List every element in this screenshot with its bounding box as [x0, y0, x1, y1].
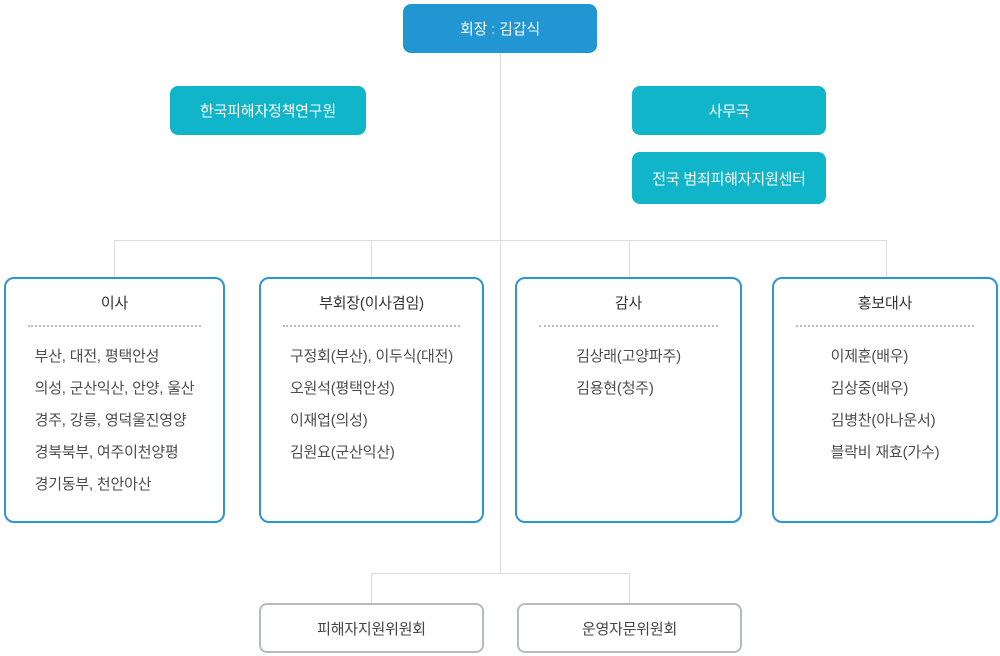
dept-vice-chairman-member: 이재업(의성) — [289, 412, 368, 429]
connector-chairman-to-rail — [500, 53, 501, 241]
dotted-divider — [28, 325, 201, 327]
dotted-divider — [796, 325, 974, 327]
dept-vice-chairman-member: 오원석(평택안성) — [289, 380, 395, 397]
connector-drop-directors — [114, 240, 115, 277]
connector-center-to-bottom-rail — [500, 240, 501, 573]
national-center-label: 전국 범죄피해자지원센터 — [652, 170, 806, 188]
committee-victim-support-label: 피해자지원위원회 — [317, 620, 426, 638]
committee-advisory: 운영자문위원회 — [517, 603, 742, 653]
dept-directors-title: 이사 — [100, 295, 129, 312]
dept-auditors-member: 김상래(고양파주) — [576, 348, 681, 365]
committee-advisory-label: 운영자문위원회 — [581, 620, 678, 638]
dept-ambassadors-member: 김병찬(아나운서) — [830, 412, 936, 429]
dotted-divider — [283, 325, 460, 327]
dept-vice-chairman-member: 구정회(부산), 이두식(대전) — [289, 348, 454, 365]
research-institute-node: 한국피해자정책연구원 — [170, 86, 366, 135]
connector-drop-advisory-committee — [629, 573, 630, 603]
dept-ambassadors-member: 김상중(배우) — [830, 380, 909, 397]
dept-directors-member: 경북북부, 여주이천양평 — [34, 444, 179, 461]
national-center-node: 전국 범죄피해자지원센터 — [632, 152, 826, 204]
dept-auditors-title: 감사 — [614, 295, 643, 312]
dept-auditors-member: 김용현(청주) — [576, 380, 654, 397]
committee-victim-support: 피해자지원위원회 — [259, 603, 484, 653]
dept-directors: 이사 부산, 대전, 평택안성 의성, 군산익산, 안양, 울산 경주, 강릉,… — [4, 277, 225, 523]
secretariat-node: 사무국 — [632, 86, 826, 135]
connector-drop-vice-chair — [371, 240, 372, 277]
dotted-divider — [539, 325, 718, 327]
dept-vice-chairman-member: 김원요(군산익산) — [289, 444, 395, 461]
connector-drop-ambassadors — [886, 240, 887, 277]
dept-directors-member: 의성, 군산익산, 안양, 울산 — [34, 380, 195, 397]
connector-drop-support-committee — [371, 573, 372, 603]
dept-directors-member: 부산, 대전, 평택안성 — [34, 348, 160, 365]
dept-auditors: 감사 김상래(고양파주) 김용현(청주) — [515, 277, 742, 523]
chairman-label: 회장 : 김갑식 — [460, 21, 540, 38]
dept-vice-chairman-title: 부회장(이사겸임) — [319, 295, 424, 312]
dept-vice-chairman: 부회장(이사겸임) 구정회(부산), 이두식(대전) 오원석(평택안성) 이재업… — [259, 277, 484, 523]
connector-drop-auditors — [629, 240, 630, 277]
dept-directors-member: 경기동부, 천안아산 — [34, 476, 152, 493]
dept-directors-member: 경주, 강릉, 영덕울진영양 — [34, 412, 187, 429]
research-institute-label: 한국피해자정책연구원 — [199, 103, 336, 120]
dept-ambassadors-member: 이제훈(배우) — [830, 348, 909, 365]
dept-ambassadors-member: 블락비 재효(가수) — [830, 444, 940, 461]
connector-bottom-rail — [371, 573, 629, 574]
dept-ambassadors-title: 홍보대사 — [857, 295, 913, 312]
secretariat-label: 사무국 — [708, 103, 750, 120]
chairman-node: 회장 : 김갑식 — [403, 4, 597, 53]
dept-ambassadors: 홍보대사 이제훈(배우) 김상중(배우) 김병찬(아나운서) 블락비 재효(가수… — [772, 277, 998, 523]
